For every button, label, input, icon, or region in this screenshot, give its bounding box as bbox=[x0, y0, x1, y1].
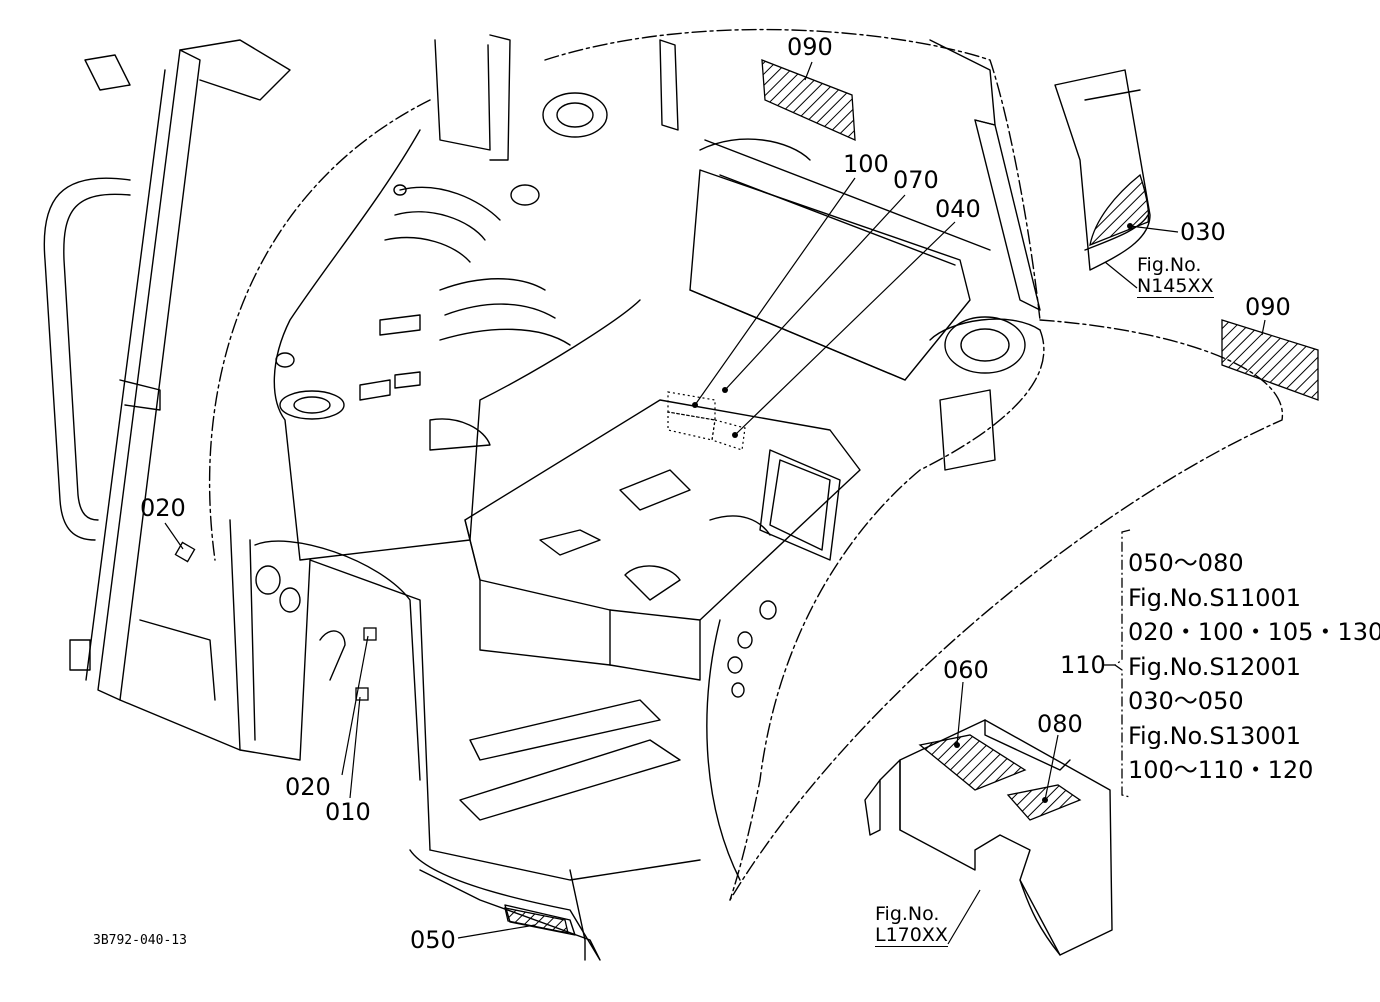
part-010 bbox=[355, 687, 369, 701]
part-020-bottom bbox=[363, 627, 377, 641]
callout-060: 060 bbox=[943, 656, 989, 684]
front-left-pillar bbox=[97, 49, 201, 701]
figref-l170-label: Fig.No. bbox=[875, 903, 940, 925]
decal-040 bbox=[711, 419, 746, 451]
figref-l170-code: L170XX bbox=[875, 924, 948, 947]
callout-040: 040 bbox=[935, 195, 981, 223]
decal-070 bbox=[667, 391, 716, 421]
callout-050: 050 bbox=[410, 926, 456, 954]
callout-110: 110 bbox=[1060, 651, 1106, 679]
leader-010 bbox=[349, 696, 361, 799]
leader-030 bbox=[1129, 225, 1179, 233]
floor-plate bbox=[464, 399, 861, 621]
leader-050 bbox=[457, 924, 536, 939]
leader-020-left bbox=[164, 522, 184, 550]
bottom-step bbox=[409, 849, 601, 961]
rear-right-pillar bbox=[974, 119, 1041, 311]
leader-l170 bbox=[947, 889, 981, 945]
left-console bbox=[273, 129, 641, 561]
rear-center-pillar bbox=[434, 39, 491, 151]
left-step-frame bbox=[229, 519, 431, 851]
callout-100: 100 bbox=[843, 150, 889, 178]
leader-090-right bbox=[1261, 319, 1266, 336]
leader-070 bbox=[724, 194, 906, 391]
decal-050 bbox=[504, 907, 569, 934]
part-020-left bbox=[174, 541, 196, 563]
leader-080 bbox=[1044, 734, 1059, 801]
right-inner-panel bbox=[759, 449, 841, 561]
decal-060 bbox=[918, 734, 1027, 791]
rear-window bbox=[689, 169, 971, 381]
leader-n145 bbox=[1104, 261, 1138, 289]
callout-070: 070 bbox=[893, 166, 939, 194]
inner-fender-outline bbox=[729, 329, 1045, 901]
leader-100 bbox=[694, 177, 856, 406]
callout-090-right: 090 bbox=[1245, 293, 1291, 321]
leader-060 bbox=[956, 681, 964, 746]
l170-panel-box bbox=[899, 719, 1113, 956]
callout-030: 030 bbox=[1180, 218, 1226, 246]
callout-080: 080 bbox=[1037, 710, 1083, 738]
right-fender-outline bbox=[729, 319, 1283, 901]
decal-100 bbox=[667, 411, 716, 441]
callout-090-top: 090 bbox=[787, 33, 833, 61]
n145-window-panel bbox=[1054, 69, 1151, 271]
callout-020-left: 020 bbox=[140, 494, 186, 522]
legend-line: Fig.No.S13001 bbox=[1128, 721, 1302, 750]
callout-020-bottom: 020 bbox=[285, 773, 331, 801]
handrail bbox=[43, 177, 131, 541]
decal-090-top bbox=[761, 59, 856, 142]
document-code: 3B792-040-13 bbox=[93, 933, 187, 948]
leader-020-bottom bbox=[341, 635, 369, 776]
figref-n145-label: Fig.No. bbox=[1137, 254, 1202, 276]
reference-legend: 050～080 Fig.No.S11001 020・100・105・130 Fi… bbox=[1128, 546, 1380, 788]
legend-line: 020・100・105・130 bbox=[1128, 618, 1380, 646]
legend-line: Fig.No.S12001 bbox=[1128, 652, 1302, 681]
decal-030 bbox=[1089, 173, 1150, 247]
figref-n145-code: N145XX bbox=[1137, 275, 1214, 298]
legend-line: 100～110・120 bbox=[1128, 756, 1314, 784]
leader-090-top bbox=[804, 61, 813, 81]
legend-line: Fig.No.S11001 bbox=[1128, 583, 1302, 612]
callout-010: 010 bbox=[325, 798, 371, 826]
decal-090-right bbox=[1221, 319, 1319, 401]
legend-line: 030～050 bbox=[1128, 687, 1244, 715]
legend-line: 050～080 bbox=[1128, 549, 1244, 577]
leader-040 bbox=[734, 221, 956, 436]
left-fender-outline bbox=[208, 99, 431, 561]
rear-fender-outline bbox=[544, 28, 1041, 321]
